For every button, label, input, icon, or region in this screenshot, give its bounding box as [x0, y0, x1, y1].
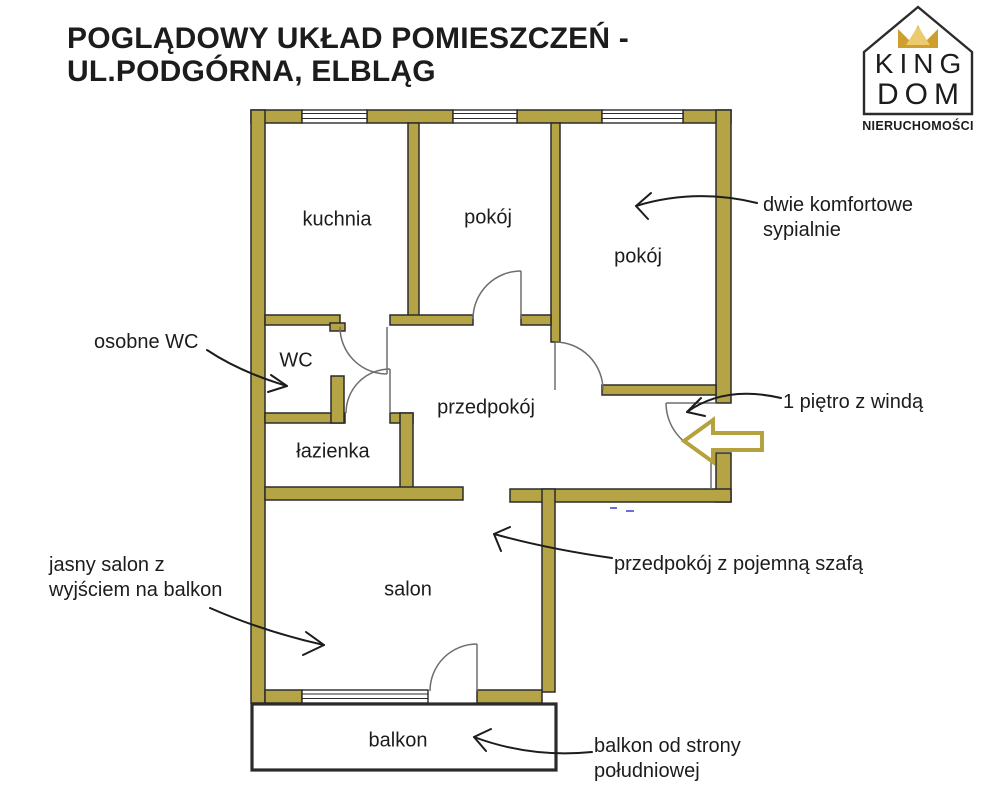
wall-segment: [407, 122, 420, 317]
door-swings: [339, 270, 717, 692]
note-balcony-line1: balkon od strony: [594, 735, 741, 757]
note-floor-elevator: 1 piętro z windą: [783, 391, 924, 413]
wall-segment: [264, 412, 346, 424]
wall-segment: [516, 109, 603, 124]
wall-segment: [601, 384, 717, 396]
arrowhead: [302, 631, 325, 656]
note-bedrooms-line1: dwie komfortowe: [763, 194, 914, 216]
note-hallway-wardrobe: przedpokój z pojemną szafą: [614, 553, 864, 575]
arrowhead: [493, 526, 511, 552]
logo-name-top: KING: [875, 48, 967, 79]
logo-subtitle: NIERUCHOMOŚCI: [862, 118, 974, 133]
window: [601, 109, 684, 124]
door-arc-wc: [339, 326, 388, 375]
wall-segment: [399, 412, 414, 491]
room-label-room-right: pokój: [614, 245, 662, 268]
wall-segment: [541, 488, 556, 693]
arrow-separate-wc: [206, 349, 288, 387]
arrow-living-balcony: [209, 607, 325, 646]
entrance-arrow-icon: [680, 416, 764, 466]
balcony-window: [301, 689, 429, 704]
door-arc-bathroom: [345, 368, 391, 414]
note-living-balcony: jasny salon z wyjściem na balkon: [49, 553, 222, 603]
windows: [301, 109, 684, 704]
wall-segment: [476, 689, 543, 704]
room-label-balcony: balkon: [368, 729, 428, 752]
door-arc-room-middle: [472, 270, 522, 320]
arrow-balcony-south: [473, 736, 593, 755]
room-label-wc: WC: [279, 349, 313, 372]
arrowhead: [635, 192, 652, 220]
wall-segment: [509, 488, 732, 503]
arrowhead: [267, 374, 288, 393]
door-arc-balcony: [429, 643, 478, 692]
balcony-outline: [250, 702, 558, 772]
wall-segment: [264, 314, 341, 326]
logo-house-icon: [862, 5, 974, 116]
note-bedrooms: dwie komfortowe sypialnie: [763, 193, 913, 243]
page-title-line2: UL.PODGÓRNA, ELBLĄG: [67, 55, 436, 88]
annotation-arrows: [206, 192, 782, 755]
wall-segment: [330, 375, 345, 424]
note-bedrooms-line2: sypialnie: [763, 219, 841, 241]
inner-walls: [264, 122, 717, 501]
note-balcony-south: balkon od strony południowej: [594, 734, 741, 784]
arrowhead: [686, 397, 706, 417]
logo-crown-highlight: [906, 26, 930, 45]
arrow-floor-elevator: [686, 392, 782, 413]
wall-segment: [550, 122, 561, 343]
arrow-bedrooms: [635, 195, 758, 207]
note-balcony-line2: południowej: [594, 760, 700, 782]
wall-segment: [250, 109, 266, 704]
arrowhead: [473, 728, 492, 752]
page-title-line1: POGLĄDOWY UKŁAD POMIESZCZEŃ -: [67, 22, 629, 55]
arrow-hallway-wardrobe: [493, 533, 613, 559]
wall-segment: [264, 689, 303, 704]
window: [452, 109, 518, 124]
room-label-hallway: przedpokój: [437, 396, 535, 419]
wall-segment: [264, 486, 464, 501]
wall-segment: [520, 314, 552, 326]
wall-segment: [389, 314, 474, 326]
wall-segment: [366, 109, 454, 124]
note-living-line2: wyjściem na balkon: [49, 579, 223, 601]
wall-segment: [329, 322, 346, 332]
room-label-room-middle: pokój: [464, 206, 512, 229]
note-living-line1: jasny salon z: [49, 554, 165, 576]
room-label-kitchen: kuchnia: [302, 208, 372, 231]
window: [301, 109, 368, 124]
wall-segment: [715, 109, 732, 404]
room-label-living-room: salon: [384, 578, 432, 601]
room-label-bathroom: łazienka: [296, 440, 370, 463]
page-title: POGLĄDOWY UKŁAD POMIESZCZEŃ - UL.PODGÓRN…: [67, 22, 629, 88]
logo-name-bottom: DOM: [877, 78, 965, 111]
note-separate-wc: osobne WC: [94, 331, 199, 353]
door-arc-room-right: [554, 341, 604, 391]
logo: KING DOM NIERUCHOMOŚCI: [862, 5, 974, 133]
